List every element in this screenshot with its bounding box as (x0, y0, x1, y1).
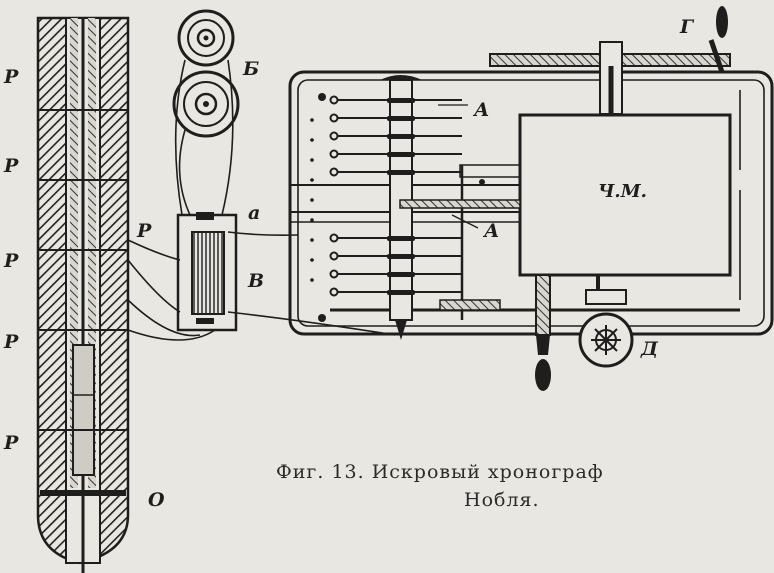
gear-g (489, 6, 731, 115)
label-p-4: P (4, 331, 19, 353)
barrel-section (36, 16, 130, 573)
label-p-barrel: P (137, 220, 152, 242)
caption-line-2: Нобля. (464, 489, 540, 511)
reel-pair (172, 9, 240, 138)
label-b: Б (243, 58, 260, 80)
clock-mechanism-box (518, 113, 732, 277)
label-a-bottom: А (484, 220, 500, 242)
label-chm: Ч.М. (598, 181, 647, 202)
label-d: Д (641, 338, 658, 360)
label-p-2: P (4, 155, 19, 177)
spark-electrodes (329, 95, 462, 297)
induction-coil (176, 212, 238, 332)
label-p-1: P (4, 66, 19, 88)
connecting-wires (127, 59, 396, 341)
label-o: O (148, 489, 165, 511)
label-a-top: А (474, 99, 490, 121)
lower-crank (535, 274, 627, 391)
leader-a-bottom (451, 214, 479, 229)
wheel-d (578, 312, 634, 368)
label-v: В (248, 270, 265, 292)
label-a-small: a (248, 202, 261, 224)
label-p-5: P (4, 432, 19, 454)
label-g: Г (680, 16, 694, 38)
middle-gears (399, 164, 521, 311)
caption-line-1: Фиг. 13. Искровый хронограф (276, 461, 604, 483)
label-p-3: P (4, 250, 19, 272)
